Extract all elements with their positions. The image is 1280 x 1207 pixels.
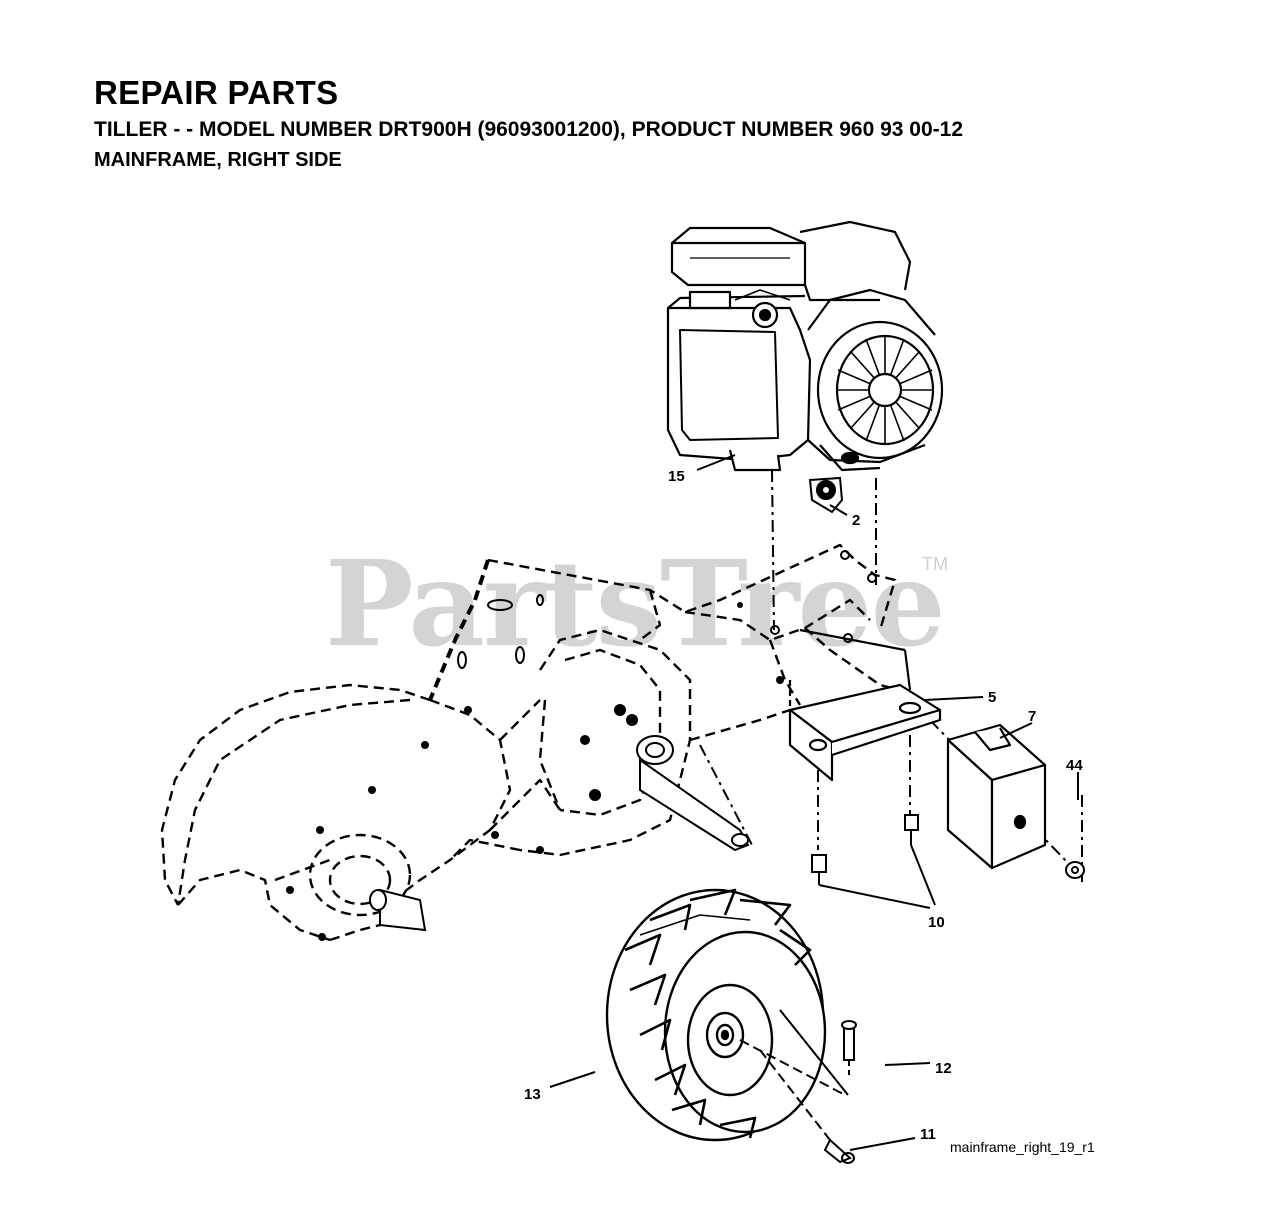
page-header: REPAIR PARTS TILLER - - MODEL NUMBER DRT… — [94, 74, 963, 175]
callout-12: 12 — [935, 1060, 952, 1077]
wheel-leader-lines — [739, 1009, 849, 1141]
callout-leaders — [549, 454, 1079, 1151]
wheel-illustration — [605, 888, 827, 1142]
callout-10: 10 — [928, 914, 945, 931]
pin-illustration — [841, 1020, 857, 1075]
model-subtitle: TILLER - - MODEL NUMBER DRT900H (9609300… — [94, 118, 964, 141]
nut-illustration — [808, 476, 844, 514]
watermark-tm: TM — [922, 554, 948, 574]
callout-5: 5 — [988, 689, 996, 706]
callout-15: 15 — [668, 468, 685, 485]
bracket-illustration — [788, 628, 942, 782]
callout-11: 11 — [920, 1126, 936, 1143]
weight-illustration — [946, 723, 1047, 870]
frame-slots — [457, 550, 877, 669]
mainframe-outline — [160, 543, 901, 942]
frame-bolts — [286, 602, 784, 941]
watermark: PartsTree TM — [325, 534, 948, 673]
hairpin-clip-illustration — [823, 1138, 855, 1164]
washer-illustration — [1065, 861, 1085, 879]
figure-id: mainframe_right_19_r1 — [950, 1139, 1095, 1155]
callout-7: 7 — [1028, 708, 1036, 725]
bolt-leader-lines — [818, 844, 936, 909]
axle-illustration — [369, 735, 750, 932]
engine-illustration — [666, 220, 944, 472]
callout-2: 2 — [852, 512, 860, 529]
bolts-illustration — [811, 814, 919, 885]
section-title: MAINFRAME, RIGHT SIDE — [94, 149, 342, 171]
callout-13: 13 — [524, 1086, 541, 1103]
callout-44: 44 — [1066, 757, 1083, 774]
page-title: REPAIR PARTS — [94, 74, 339, 111]
